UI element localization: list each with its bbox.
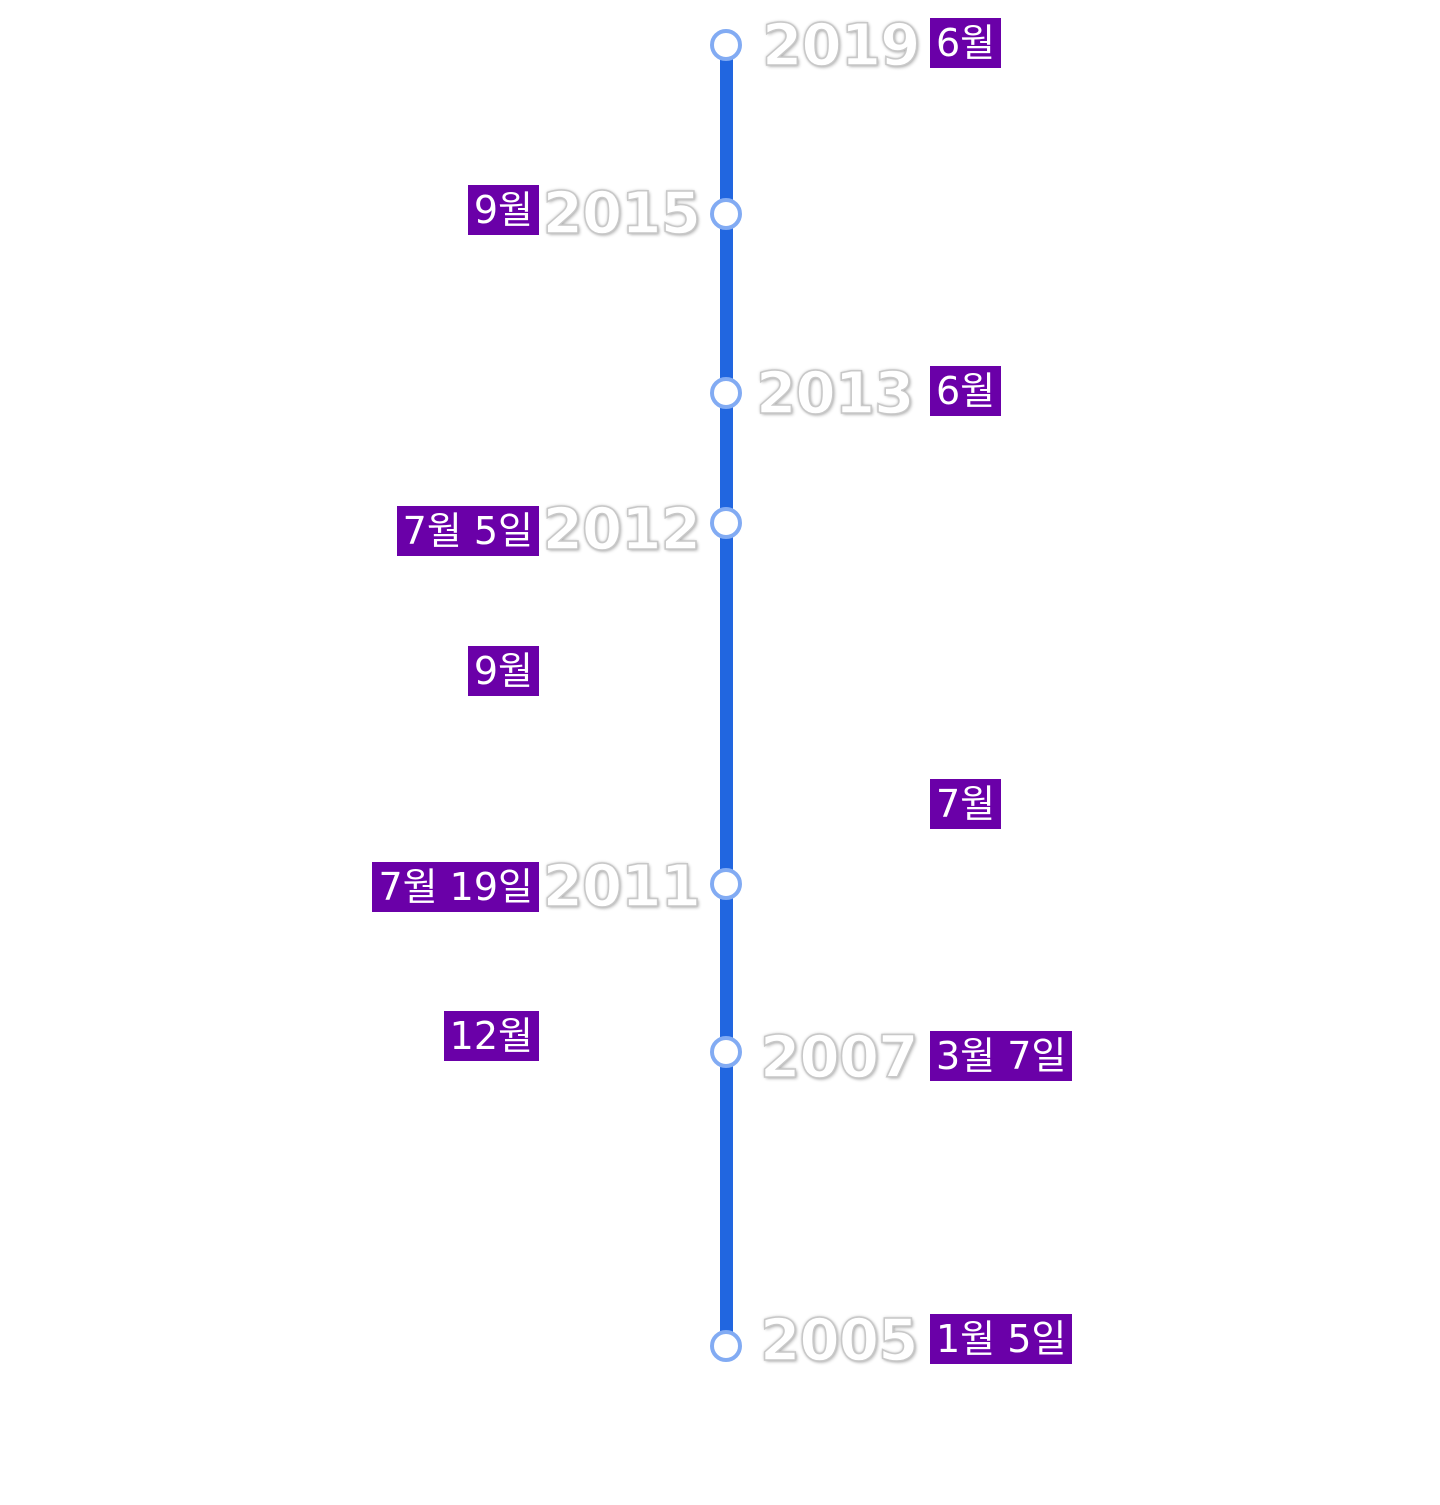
timeline-node-2015: [710, 198, 742, 230]
date-tag-standalone-right: 7월: [930, 779, 1002, 829]
year-label-2013: 2013: [755, 359, 915, 427]
year-label-2015: 2015: [542, 179, 702, 247]
year-label-2005: 2005: [759, 1306, 919, 1374]
timeline-node-2007: [710, 1036, 742, 1068]
date-tag-standalone-left: 9월: [467, 646, 539, 696]
date-tag-2015: 9월: [467, 185, 539, 235]
date-tag-2007: 3월 7일: [930, 1031, 1073, 1081]
date-tag-2011: 7월 19일: [372, 862, 539, 912]
year-label-2007: 2007: [759, 1023, 919, 1091]
timeline-node-2013: [710, 377, 742, 409]
timeline-axis-line: [720, 45, 733, 1347]
date-tag-2013: 6월: [930, 366, 1002, 416]
timeline-node-2011: [710, 868, 742, 900]
date-tag-2019: 6월: [930, 18, 1002, 68]
year-label-2011: 2011: [542, 852, 702, 920]
year-label-2019: 2019: [761, 11, 921, 79]
timeline-node-2005: [710, 1330, 742, 1362]
timeline-node-2012: [710, 507, 742, 539]
date-tag-2012: 7월 5일: [396, 506, 539, 556]
timeline-node-2019: [710, 29, 742, 61]
date-tag-2005: 1월 5일: [930, 1314, 1073, 1364]
year-label-2012: 2012: [542, 495, 702, 563]
date-tag-standalone-december: 12월: [443, 1011, 539, 1061]
